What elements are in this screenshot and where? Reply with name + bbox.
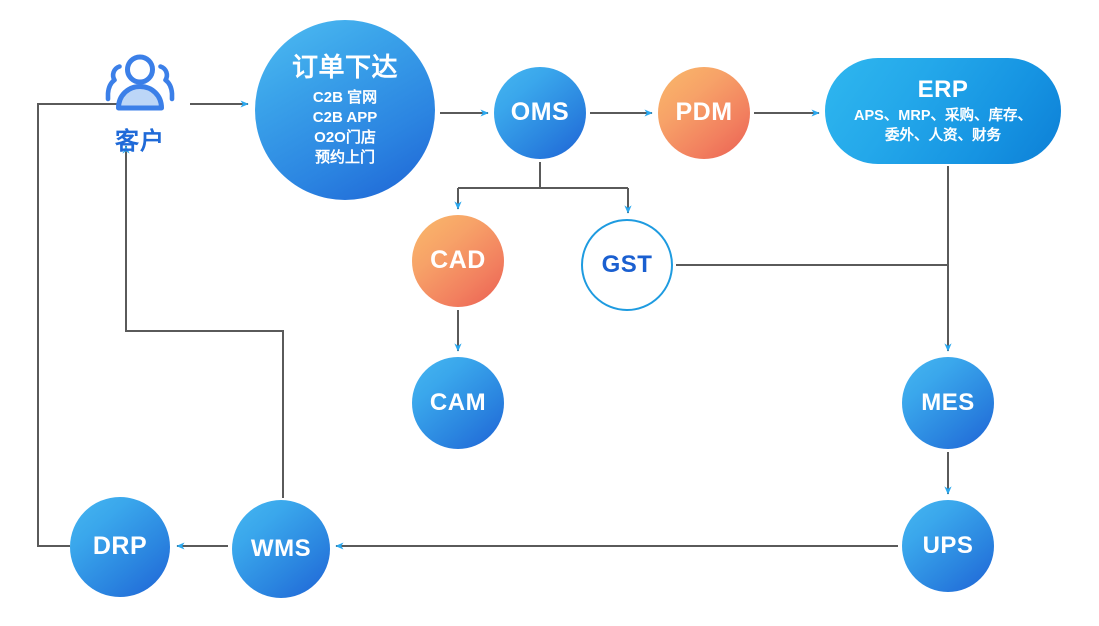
node-erp-sub-0: APS、MRP、采购、库存、 [853, 107, 1033, 124]
node-erp-sublist: APS、MRP、采购、库存、 委外、人资、财务 [854, 106, 1032, 147]
node-cad[interactable]: CAD [412, 215, 504, 307]
node-order-sub-0: C2B 官网 [312, 89, 378, 107]
node-wms[interactable]: WMS [232, 500, 330, 598]
node-customer[interactable]: 客户 [80, 52, 200, 167]
users-group-icon [105, 54, 175, 111]
node-pdm-label: PDM [675, 98, 733, 127]
node-mes[interactable]: MES [902, 357, 994, 449]
node-oms-label: OMS [510, 98, 570, 127]
node-erp-sub-1: 委外、人资、财务 [884, 128, 1001, 145]
node-order-sub-3: 预约上门 [314, 149, 375, 167]
node-gst[interactable]: GST [581, 219, 673, 311]
node-order-sub-1: C2B APP [312, 109, 378, 127]
node-order[interactable]: 订单下达 C2B 官网 C2B APP O2O门店 预约上门 [255, 20, 435, 200]
node-erp-title: ERP [917, 75, 969, 103]
node-cam[interactable]: CAM [412, 357, 504, 449]
node-gst-label: GST [601, 250, 653, 278]
node-drp-label: DRP [92, 532, 148, 561]
node-drp[interactable]: DRP [70, 497, 170, 597]
node-cam-label: CAM [429, 388, 487, 416]
node-mes-label: MES [921, 388, 975, 416]
node-erp[interactable]: ERP APS、MRP、采购、库存、 委外、人资、财务 [825, 58, 1061, 164]
node-oms[interactable]: OMS [494, 67, 586, 159]
node-order-title: 订单下达 [291, 51, 398, 82]
node-cad-label: CAD [430, 246, 486, 275]
node-ups-label: UPS [922, 531, 974, 559]
node-order-sub-2: O2O门店 [314, 129, 376, 147]
edge-drp-customer [37, 100, 135, 547]
node-order-sublist: C2B 官网 C2B APP O2O门店 预约上门 [313, 88, 377, 168]
node-customer-label: 客户 [115, 128, 165, 155]
node-ups[interactable]: UPS [902, 500, 994, 592]
node-pdm[interactable]: PDM [658, 67, 750, 159]
node-wms-label: WMS [250, 534, 312, 562]
edge-wms-customer [122, 145, 284, 498]
